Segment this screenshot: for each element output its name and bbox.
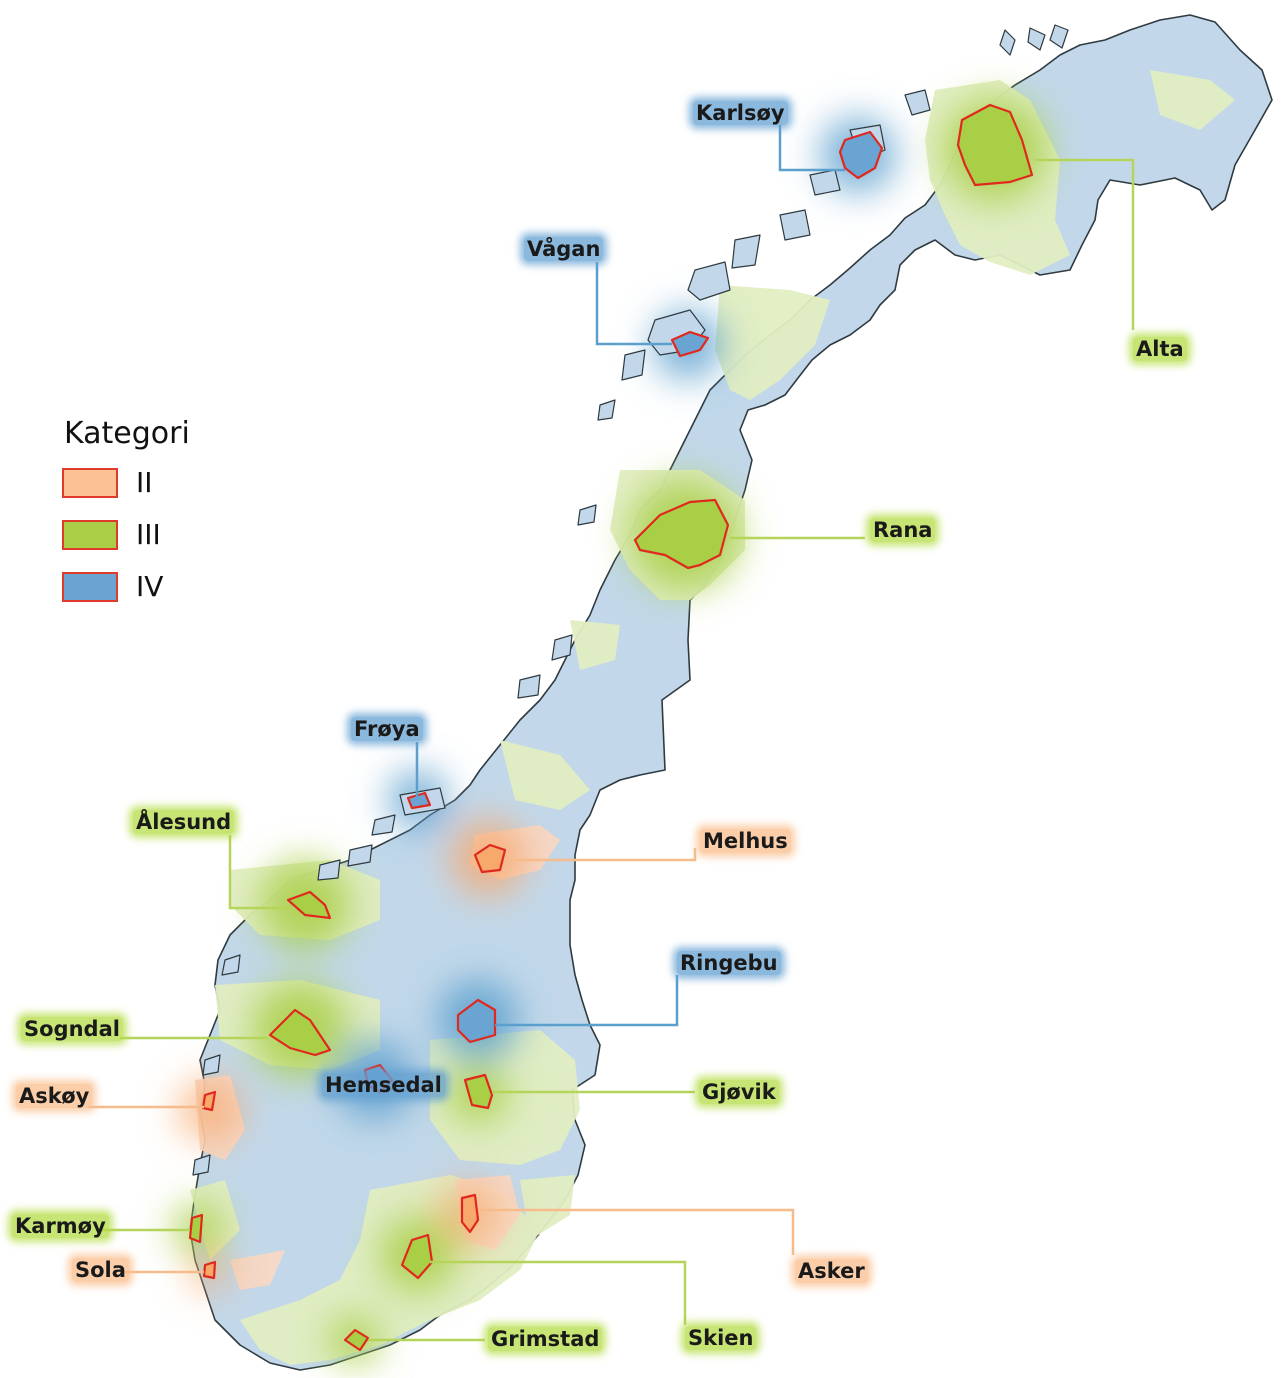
- municipality-outlines: [188, 103, 1034, 1352]
- leader-ringebu: [495, 975, 679, 1027]
- label-alesund: Ålesund: [133, 810, 235, 834]
- municipality-alesund: [286, 890, 332, 920]
- label-froya: Frøya: [351, 717, 423, 741]
- label-grimstad: Grimstad: [488, 1327, 603, 1351]
- municipality-sola: [202, 1260, 217, 1280]
- label-gjovik: Gjøvik: [699, 1080, 779, 1104]
- municipality-alta: [956, 103, 1034, 187]
- municipality-karmoy: [188, 1213, 204, 1244]
- legend-swatch-iii: [62, 520, 118, 550]
- label-ringebu: Ringebu: [677, 951, 781, 975]
- label-asker: Asker: [795, 1259, 868, 1283]
- legend-label-iii: III: [136, 518, 161, 551]
- label-hemsedal: Hemsedal: [322, 1073, 445, 1097]
- norway-land: [189, 14, 1273, 1371]
- legend-swatch-ii: [62, 468, 118, 498]
- coastal-details: [192, 24, 1069, 1176]
- label-rana: Rana: [870, 518, 936, 542]
- municipality-ringebu: [456, 998, 497, 1044]
- leader-skien: [430, 1260, 687, 1325]
- leader-alta: [1035, 158, 1135, 330]
- leader-lines: [88, 125, 1135, 1342]
- municipality-grimstad: [343, 1328, 370, 1352]
- label-sola: Sola: [72, 1258, 129, 1282]
- legend-label-ii: II: [136, 466, 153, 499]
- leader-melhus: [505, 848, 697, 862]
- municipality-froya: [406, 791, 432, 810]
- municipality-sogndal: [268, 1008, 332, 1057]
- label-alta: Alta: [1133, 337, 1187, 361]
- municipality-rana: [633, 498, 730, 570]
- label-skien: Skien: [685, 1326, 757, 1350]
- leader-alesund: [228, 835, 290, 910]
- label-vagan: Vågan: [524, 237, 604, 261]
- municipality-vagan: [670, 330, 710, 358]
- label-sogndal: Sogndal: [21, 1017, 123, 1041]
- municipality-skien: [400, 1233, 434, 1280]
- label-askoy: Askøy: [16, 1084, 93, 1108]
- legend-title: Kategori: [64, 416, 190, 451]
- leader-karlsoy: [778, 125, 845, 172]
- label-karmoy: Karmøy: [12, 1214, 109, 1238]
- label-melhus: Melhus: [700, 829, 791, 853]
- municipality-melhus: [473, 843, 507, 874]
- leader-vagan: [595, 262, 672, 346]
- leader-asker: [478, 1208, 795, 1255]
- municipality-askoy: [201, 1090, 217, 1112]
- municipality-gjovik: [463, 1073, 494, 1110]
- legend-label-iv: IV: [136, 570, 164, 603]
- legend-swatch-iv: [62, 572, 118, 602]
- municipality-karlsoy: [838, 130, 884, 180]
- municipality-asker: [460, 1193, 480, 1234]
- label-karlsoy: Karlsøy: [693, 101, 788, 125]
